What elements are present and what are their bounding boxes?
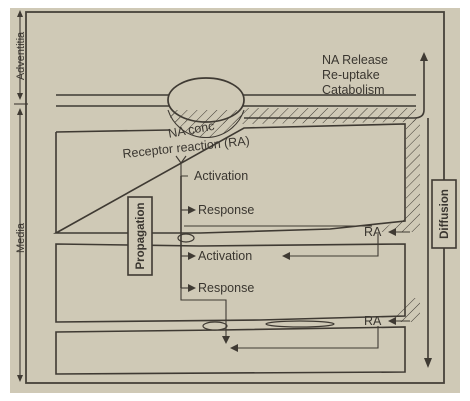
- layer-scale: [14, 10, 28, 382]
- response-1-label: Response: [198, 203, 254, 217]
- receptor-fan: [167, 109, 245, 139]
- diffusion-box: [431, 179, 457, 249]
- junction-3: [265, 320, 335, 328]
- reuptake-label: Re-uptake: [322, 68, 380, 82]
- propagation-label: Propagation: [135, 202, 147, 269]
- catabolism-label: Catabolism: [322, 83, 385, 97]
- diffusion-hatching: [380, 118, 420, 232]
- ra-feedback: [184, 225, 410, 352]
- diffusion-label: Diffusion: [439, 189, 451, 239]
- adventitia-label: Adventitia: [15, 31, 27, 80]
- junction-2: [202, 321, 228, 331]
- release-arrow: [244, 52, 428, 119]
- muscle-cell-3: [55, 326, 406, 375]
- response-2-label: Response: [198, 281, 254, 295]
- junction-1: [177, 233, 195, 243]
- signal-chain: [175, 155, 230, 344]
- propagation-box: [127, 196, 153, 276]
- ra-upper-label: RA: [364, 225, 382, 239]
- ra-lower-label: RA: [364, 314, 382, 328]
- muscle-cell-2: [55, 243, 406, 323]
- na-release-label: NA Release: [322, 53, 388, 67]
- diagram-panel: [10, 8, 460, 393]
- activation-2-label: Activation: [198, 249, 252, 263]
- media-label: Media: [15, 222, 27, 253]
- diffusion-arrow: [424, 118, 432, 368]
- activation-1-label: Activation: [194, 169, 248, 183]
